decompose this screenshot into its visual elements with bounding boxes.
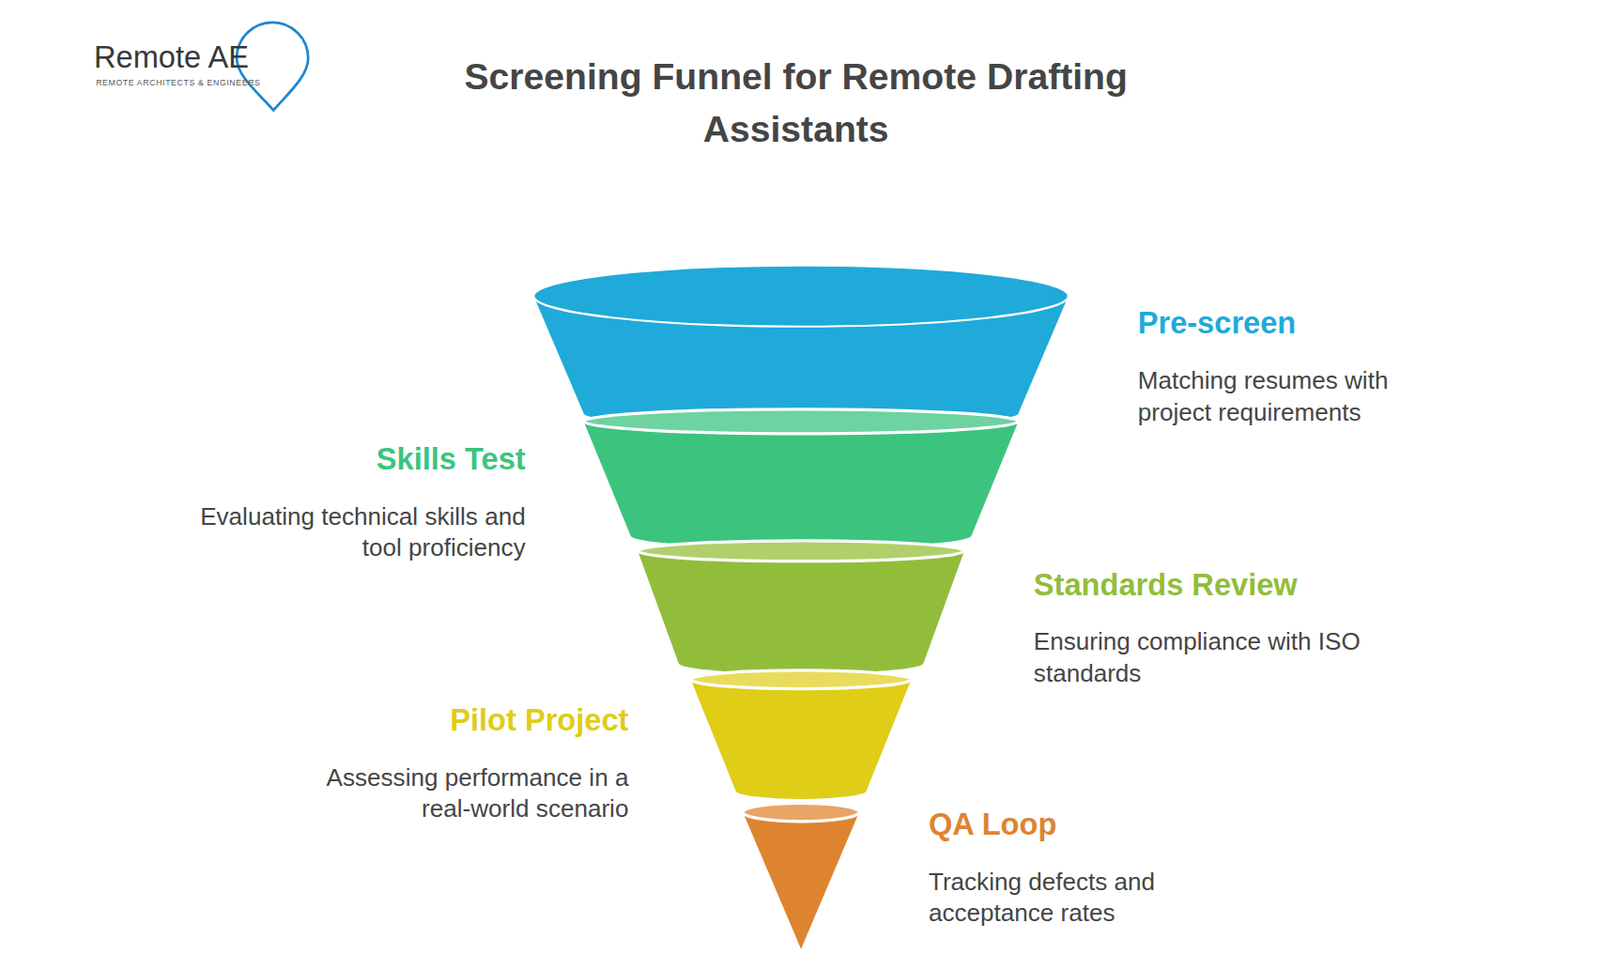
stage-heading: Skills Test [173, 440, 526, 477]
band-rim [533, 265, 1068, 327]
funnel-band [634, 538, 1371, 690]
stage-description: Tracking defects and acceptance rates [928, 865, 1215, 929]
stage-heading: QA Loop [928, 806, 1215, 844]
band-body [637, 551, 965, 674]
stage-description: Assessing performance in a real-world sc… [276, 761, 630, 825]
band-rim [637, 540, 965, 562]
band-body [691, 679, 912, 800]
funnel-stage: Standards ReviewEnsuring compliance with… [634, 538, 1371, 690]
stage-description: Evaluating technical skills and tool pro… [173, 499, 526, 563]
funnel-stage: QA LoopTracking defects and acceptance r… [739, 800, 1215, 953]
diagram-title: Screening Funnel for Remote Drafting Ass… [377, 49, 1215, 156]
funnel-stage: Pre-screenMatching resumes with project … [530, 261, 1445, 431]
stage-heading: Standards Review [1033, 566, 1371, 603]
stage-description: Matching resumes with project requiremen… [1138, 364, 1445, 428]
band-rim [691, 670, 912, 690]
logo-text: Remote AE [93, 38, 249, 76]
band-rim [742, 802, 860, 822]
funnel-band [173, 406, 1022, 564]
logo-subtitle: REMOTE ARCHITECTS & ENGINEERS [95, 78, 261, 90]
band-body [584, 421, 1019, 549]
stage-description: Ensuring compliance with ISO standards [1033, 625, 1371, 689]
stage-heading: Pre-screen [1138, 305, 1445, 342]
band-body [742, 812, 860, 950]
funnel-stage: Pilot ProjectAssessing performance in a … [276, 667, 915, 825]
stage-heading: Pilot Project [276, 702, 630, 739]
band-rim [584, 409, 1019, 434]
funnel-stage: Skills TestEvaluating technical skills a… [173, 406, 1022, 564]
